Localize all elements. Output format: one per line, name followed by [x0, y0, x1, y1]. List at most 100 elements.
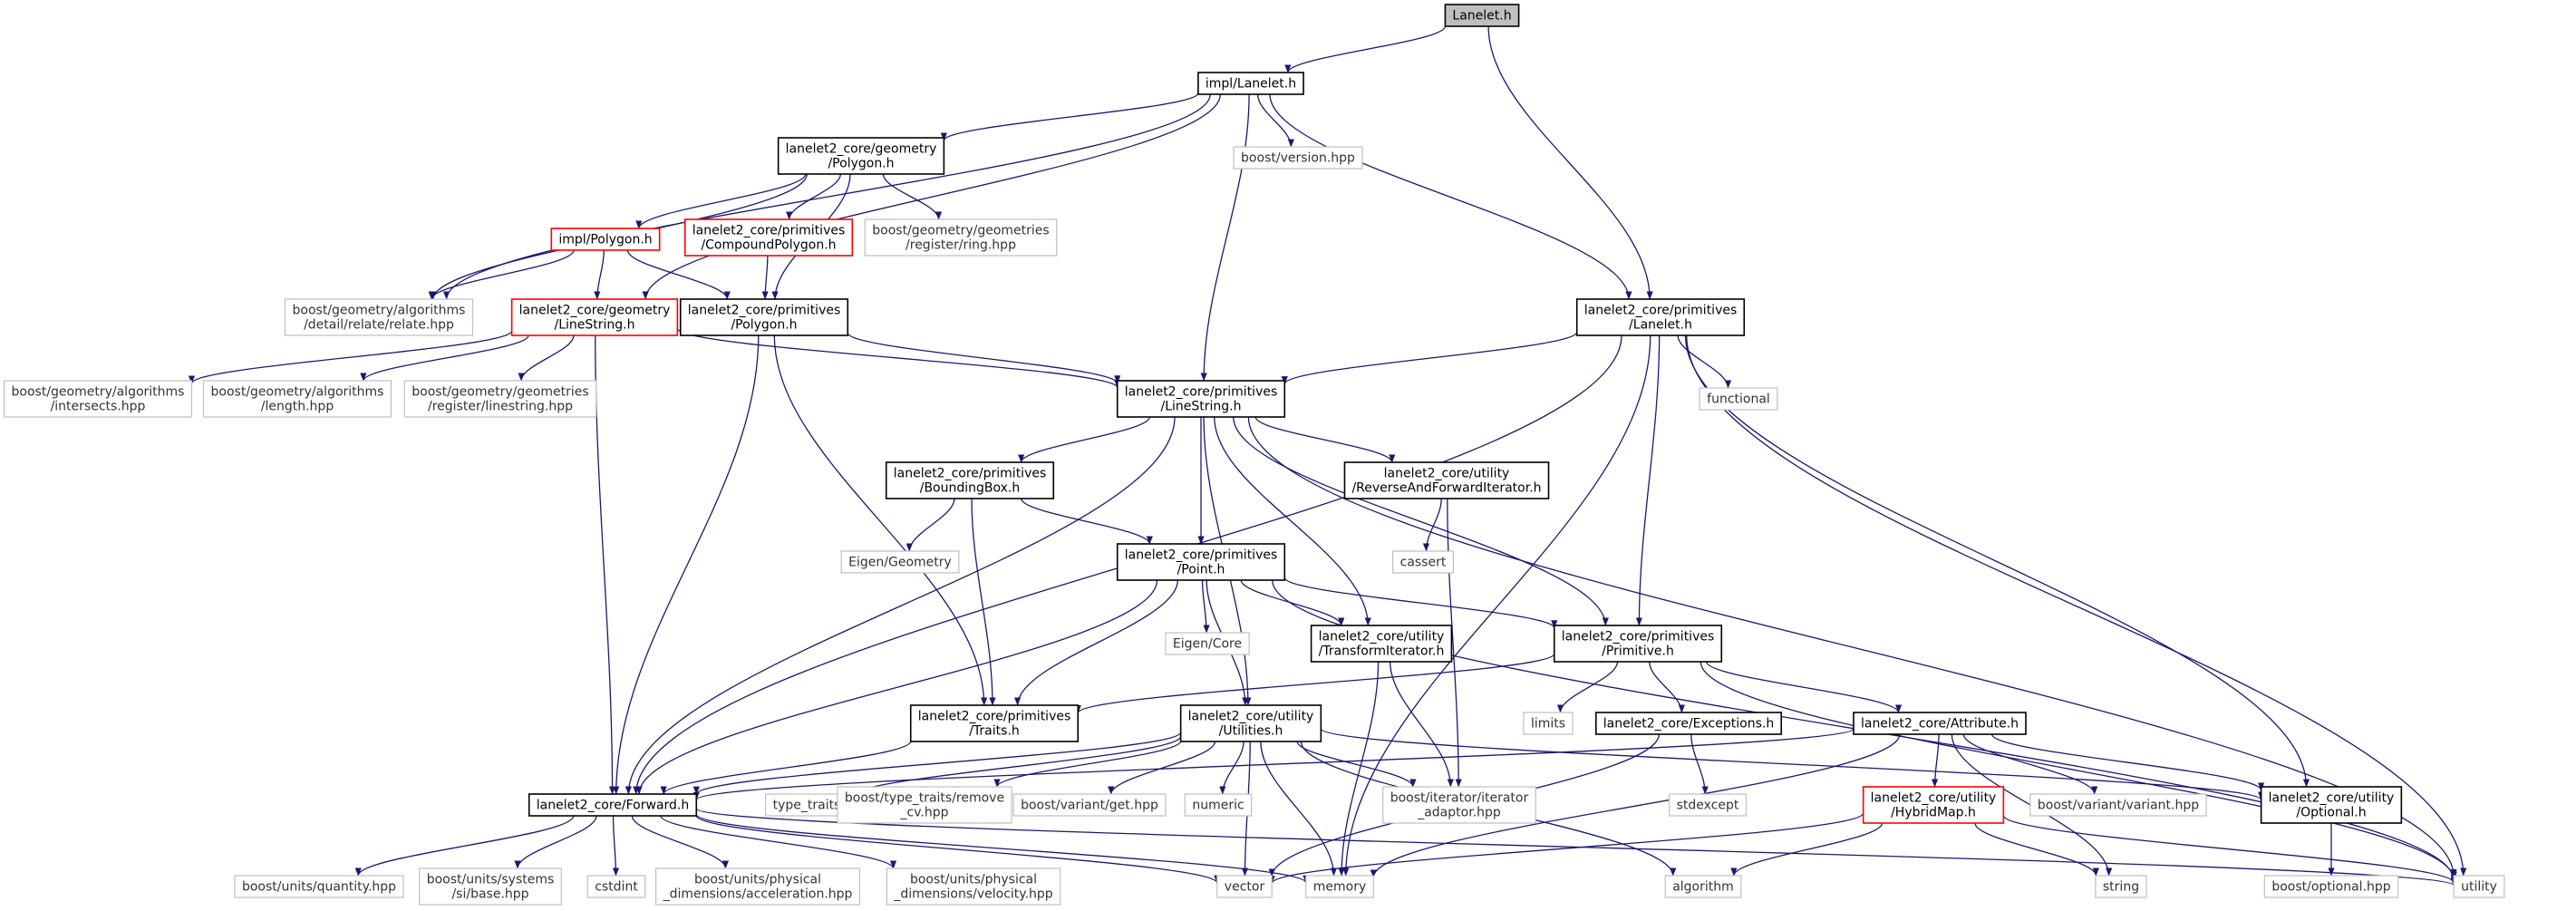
edge-forward-to-utility [695, 808, 2457, 887]
node-util-optional[interactable]: lanelet2_core/utility/Optional.h [2260, 786, 2403, 824]
node-boost-reg-linestring[interactable]: boost/geometry/geometries/register/lines… [403, 380, 597, 418]
node-label: lanelet2_core/utility [1384, 467, 1510, 481]
node-box [1862, 786, 2005, 824]
node-geom-polygon[interactable]: lanelet2_core/geometry/Polygon.h [777, 137, 945, 175]
node-boost-variant-get[interactable]: boost/variant/get.hpp [1012, 793, 1167, 817]
node-util-utilities[interactable]: lanelet2_core/utility/Utilities.h [1179, 704, 1322, 742]
node-boost-ring[interactable]: boost/geometry/geometries/register/ring.… [864, 218, 1058, 257]
node-boost-velocity[interactable]: boost/units/physical_dimensions/velocity… [886, 867, 1061, 906]
edge-attribute-to-forward [693, 728, 1855, 800]
node-box [1343, 461, 1550, 499]
node-prim-polygon[interactable]: lanelet2_core/primitives/Polygon.h [679, 298, 849, 336]
node-box [1523, 712, 1574, 735]
node-boost-si-base[interactable]: boost/units/systems/si/base.hpp [419, 867, 562, 906]
node-label: functional [1707, 393, 1770, 407]
node-impl-polygon[interactable]: impl/Polygon.h [550, 228, 661, 251]
edge-attribute-to-boost-variant [1962, 733, 2098, 795]
edge-impl-lanelet-to-geom-polygon [940, 92, 1199, 141]
node-geom-linestring[interactable]: lanelet2_core/geometry/LineString.h [510, 298, 679, 336]
node-label: memory [1313, 880, 1367, 895]
edge-exceptions-to-stdexcept [1690, 733, 1709, 795]
node-label: _cv.hpp [900, 806, 949, 820]
node-box [528, 793, 698, 817]
node-boost-iter-adaptor[interactable]: boost/iterator/iterator_adaptor.hpp [1382, 786, 1536, 824]
node-label: /si/base.hpp [451, 887, 528, 902]
node-prim-primitive[interactable]: lanelet2_core/primitives/Primitive.h [1553, 625, 1723, 663]
node-vector[interactable]: vector [1216, 875, 1273, 898]
node-box [683, 218, 854, 257]
node-functional[interactable]: functional [1699, 387, 1778, 411]
node-prim-linestring[interactable]: lanelet2_core/primitives/LineString.h [1116, 380, 1286, 418]
node-boost-remove-cv[interactable]: boost/type_traits/remove_cv.hpp [837, 786, 1012, 824]
node-eigen-geometry[interactable]: Eigen/Geometry [840, 550, 960, 574]
node-label: /LineString.h [555, 318, 635, 333]
node-boost-variant[interactable]: boost/variant/variant.hpp [2029, 793, 2207, 817]
node-util-hybridmap[interactable]: lanelet2_core/utility/HybridMap.h [1862, 786, 2005, 824]
node-boost-quantity[interactable]: boost/units/quantity.hpp [234, 875, 404, 898]
node-prim-point[interactable]: lanelet2_core/primitives/Point.h [1116, 543, 1286, 581]
edge-prim-primitive-to-utility [1700, 661, 2457, 880]
node-lanelet-h[interactable]: Lanelet.h [1444, 4, 1520, 27]
node-eigen-core[interactable]: Eigen/Core [1165, 632, 1250, 655]
edge-geom-linestring-to-boost-reg-linestring [518, 334, 575, 382]
node-cstdint[interactable]: cstdint [586, 875, 646, 898]
node-numeric[interactable]: numeric [1184, 793, 1253, 817]
node-attribute[interactable]: lanelet2_core/Attribute.h [1853, 712, 2027, 735]
node-prim-traits[interactable]: lanelet2_core/primitives/Traits.h [909, 704, 1080, 742]
node-box [1594, 712, 1783, 735]
edge-lanelet-h-to-prim-lanelet [1487, 25, 1653, 300]
edge-forward-to-cstdint [612, 815, 620, 877]
edge-prim-polygon-to-forward [613, 334, 760, 795]
node-prim-boundingbox[interactable]: lanelet2_core/primitives/BoundingBox.h [885, 461, 1055, 499]
node-memory[interactable]: memory [1305, 875, 1374, 898]
node-algorithm[interactable]: algorithm [1664, 875, 1742, 898]
node-box [1669, 793, 1747, 817]
node-box [1853, 712, 2027, 735]
node-label: /Traits.h [969, 724, 1020, 739]
node-impl-lanelet[interactable]: impl/Lanelet.h [1197, 72, 1304, 95]
node-label: lanelet2_core/utility [1871, 791, 1997, 806]
node-label: _dimensions/acceleration.hpp [663, 887, 853, 902]
node-label: /Polygon.h [828, 157, 894, 171]
edge-prim-point-to-prim-traits [1014, 579, 1179, 706]
node-label: lanelet2_core/primitives [1562, 630, 1715, 644]
node-limits[interactable]: limits [1523, 712, 1574, 735]
node-label: lanelet2_core/geometry [786, 142, 937, 157]
node-boost-length[interactable]: boost/geometry/algorithms/length.hpp [202, 380, 392, 418]
node-box [2263, 875, 2399, 898]
node-label: algorithm [1672, 880, 1734, 895]
node-boost-accel[interactable]: boost/units/physical_dimensions/accelera… [654, 867, 861, 906]
edge-prim-primitive-to-attribute [1706, 661, 1903, 713]
node-label: /register/linestring.hpp [428, 400, 573, 414]
edge-impl-lanelet-to-boost-version [1256, 93, 1294, 148]
edge-prim-primitive-to-prim-traits [1074, 653, 1555, 714]
node-string[interactable]: string [2095, 875, 2147, 898]
node-prim-lanelet[interactable]: lanelet2_core/primitives/Lanelet.h [1575, 298, 1746, 336]
node-boost-optional[interactable]: boost/optional.hpp [2263, 875, 2399, 898]
node-type-traits[interactable]: type_traits [765, 793, 848, 817]
node-boost-version[interactable]: boost/version.hpp [1233, 146, 1363, 170]
node-boost-relate[interactable]: boost/geometry/algorithms/detail/relate/… [284, 298, 474, 336]
edge-impl-lanelet-to-prim-lanelet [1269, 93, 1632, 300]
edge-prim-linestring-to-util-revfwd [1254, 416, 1396, 463]
node-boost-intersects[interactable]: boost/geometry/algorithms/intersects.hpp [3, 380, 193, 418]
node-forward[interactable]: lanelet2_core/Forward.h [528, 793, 698, 817]
node-label: string [2103, 880, 2139, 895]
node-exceptions[interactable]: lanelet2_core/Exceptions.h [1594, 712, 1783, 735]
node-box [864, 218, 1058, 257]
edge-geom-linestring-to-boost-length [360, 334, 529, 382]
node-compound-polygon[interactable]: lanelet2_core/primitives/CompoundPolygon… [683, 218, 854, 257]
node-utility[interactable]: utility [2453, 875, 2505, 898]
edge-util-hybridmap-to-algorithm [1730, 822, 1884, 877]
node-label: impl/Lanelet.h [1206, 77, 1296, 92]
node-util-transform[interactable]: lanelet2_core/utility/TransformIterator.… [1310, 625, 1453, 663]
node-stdexcept[interactable]: stdexcept [1669, 793, 1747, 817]
edge-impl-lanelet-to-prim-linestring [1200, 93, 1250, 382]
node-label: /detail/relate/relate.hpp [304, 318, 454, 333]
node-cassert[interactable]: cassert [1392, 550, 1454, 574]
node-util-revfwd[interactable]: lanelet2_core/utility/ReverseAndForwardI… [1343, 461, 1550, 499]
node-box [419, 867, 562, 906]
edge-compound-polygon-to-prim-polygon [761, 255, 769, 300]
edge-prim-polygon-to-prim-linestring [847, 332, 1121, 384]
edge-util-transform-to-boost-iter-adaptor [1390, 661, 1454, 788]
